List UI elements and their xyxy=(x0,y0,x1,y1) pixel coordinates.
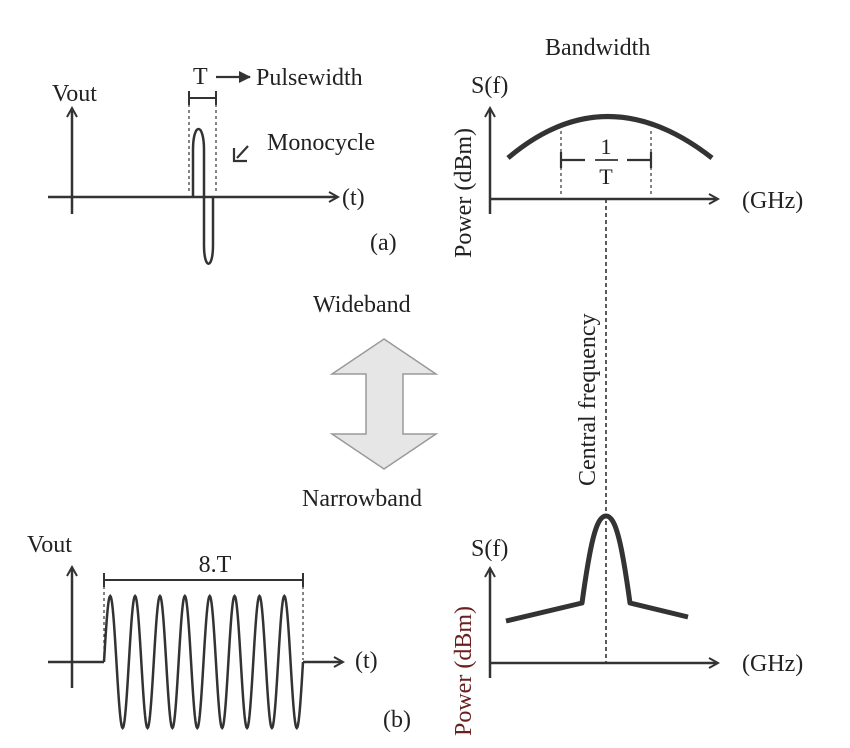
bandwidth-title: Bandwidth xyxy=(545,35,650,61)
spectrum-b-y-axis-title: Power (dBm) xyxy=(451,606,477,736)
panel-b-burst: Vout (t) 8.T (b) xyxy=(27,532,411,733)
spectrum-a-x-label: (GHz) xyxy=(742,188,803,214)
panel-b-tag: (b) xyxy=(383,707,411,733)
burst-duration-bracket xyxy=(103,573,304,587)
bandwidth-fraction-denominator: T xyxy=(599,164,613,189)
spectrum-a-y-axis-title: Power (dBm) xyxy=(451,128,477,258)
monocycle-pointer xyxy=(232,145,249,163)
bandwidth-bracket xyxy=(559,152,653,168)
spectrum-b: S(f) Power (dBm) (GHz) xyxy=(451,513,803,736)
middle-section: Wideband Narrowband Central frequency xyxy=(302,199,607,663)
pulse-width-symbol: T xyxy=(193,64,208,90)
panel-b-y-label: Vout xyxy=(27,532,72,558)
wideband-label: Wideband xyxy=(313,292,411,318)
central-frequency-label: Central frequency xyxy=(575,313,601,486)
burst-duration-label: 8.T xyxy=(199,552,232,578)
bandwidth-fraction-numerator: 1 xyxy=(601,134,612,159)
panel-b-x-label: (t) xyxy=(355,648,378,674)
narrowband-label: Narrowband xyxy=(302,486,422,512)
pulse-width-bracket xyxy=(188,91,217,105)
spectrum-b-y-label: S(f) xyxy=(471,536,508,562)
narrowband-spectrum-curve xyxy=(505,513,689,624)
double-arrow xyxy=(329,338,439,470)
burst-waveform xyxy=(102,593,305,731)
monocycle-label: Monocycle xyxy=(267,130,375,156)
wideband-spectrum-curve xyxy=(506,114,714,160)
spectrum-a: Bandwidth S(f) Power (dBm) (GHz) 1 T xyxy=(451,35,803,258)
panel-a-y-label: Vout xyxy=(52,81,97,107)
spectrum-b-x-label: (GHz) xyxy=(742,651,803,677)
panel-a-pulse: Vout (t) T Pulsewidth Monocycle (a) xyxy=(48,64,397,265)
monocycle-waveform xyxy=(191,128,215,265)
panel-a-x-label: (t) xyxy=(342,185,365,211)
panel-a-tag: (a) xyxy=(370,230,397,256)
pulse-width-label: Pulsewidth xyxy=(256,65,363,91)
spectrum-a-y-label: S(f) xyxy=(471,73,508,99)
